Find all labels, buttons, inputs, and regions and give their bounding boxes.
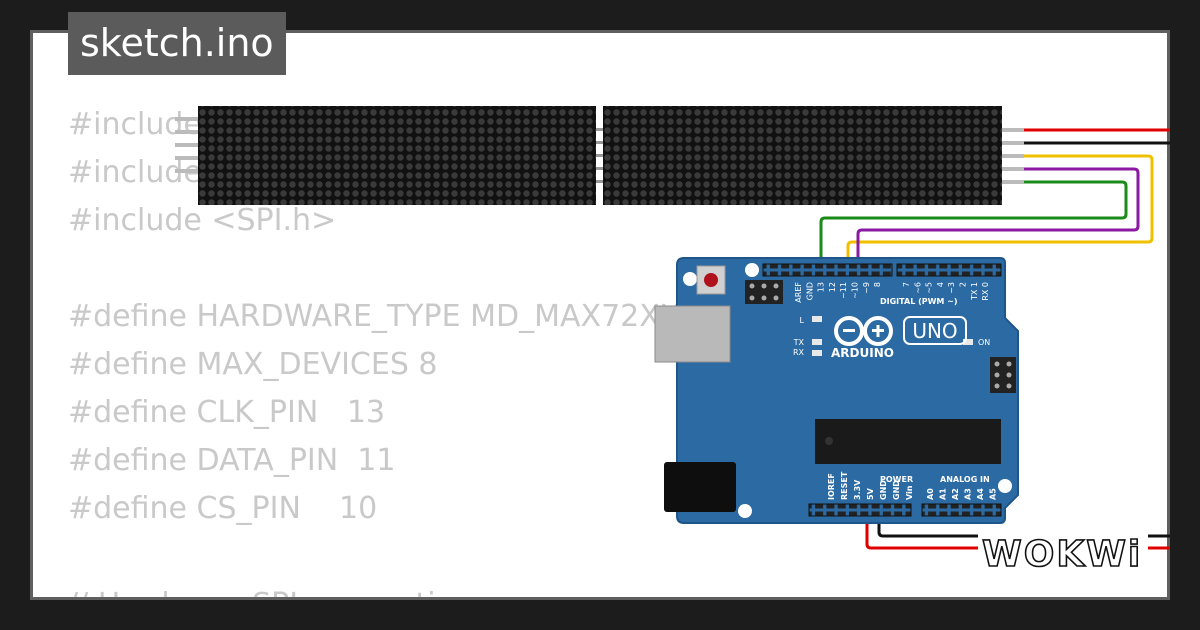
pin-label: 3.3V (853, 479, 862, 500)
usb-port (654, 305, 731, 363)
digital-header-right[interactable] (896, 263, 1002, 277)
matrix-pin (1002, 141, 1024, 145)
matrix-pin (175, 169, 200, 173)
wokwi-logo-text: WOKWi (982, 534, 1142, 575)
pin-label: A0 (926, 488, 935, 500)
board-model: UNO (912, 319, 957, 343)
pin-label: 12 (828, 282, 837, 292)
pin-label: GND (805, 282, 814, 300)
pin-label: 4 (936, 282, 945, 287)
pin-label: ~9 (862, 282, 871, 294)
reset-button-cap (704, 273, 718, 287)
mount-hole (738, 504, 752, 518)
power-label: POWER (880, 475, 913, 484)
pin-label: 2 (959, 282, 968, 287)
chip-notch (825, 437, 833, 445)
pin-label: ~3 (947, 282, 956, 294)
pin-label: A5 (989, 488, 998, 500)
pin-label: ~10 (851, 282, 860, 299)
file-tab[interactable]: sketch.ino (68, 12, 286, 75)
mount-hole (998, 479, 1012, 493)
arduino-infinity-icon (834, 316, 893, 346)
led-matrix-left[interactable] (175, 106, 596, 205)
code-line: #define MAX_DEVICES 8 (68, 347, 438, 382)
led-rx (812, 350, 822, 356)
board-brand: ARDUINO (831, 346, 894, 360)
digital-label: DIGITAL (PWM ~) (880, 297, 958, 306)
pin-label: Vin (905, 485, 914, 500)
led-on (963, 339, 973, 345)
pin-label: RESET (840, 471, 849, 500)
matrix-pin (1002, 180, 1024, 184)
wokwi-logo: WOKWi (978, 530, 1148, 576)
pin-label: 7 (902, 282, 911, 287)
led-l (812, 316, 822, 322)
led-matrix-right[interactable] (603, 106, 1024, 205)
wires (819, 128, 1170, 550)
arduino-uno-board[interactable]: UNO ARDUINO L TX RX ON DIGITAL (PWM ~) P… (654, 257, 1019, 524)
pin-label: 13 (817, 282, 826, 292)
wire-gnd-bottom[interactable] (877, 512, 1170, 538)
mount-hole (745, 263, 759, 277)
matrix-pin (1002, 167, 1024, 171)
wire-din[interactable] (819, 180, 1128, 272)
led-tx (812, 339, 822, 345)
code-line: #define CLK_PIN 13 (68, 395, 386, 430)
analog-label: ANALOG IN (940, 475, 990, 484)
code-line: #define CS_PIN 10 (68, 491, 378, 526)
led-label-tx: TX (793, 338, 805, 347)
power-jack (664, 462, 736, 512)
pin-label: TX 1 (970, 282, 979, 301)
matrix-pin (1002, 154, 1024, 158)
pin-label: GND (879, 480, 888, 500)
matrix-pin (175, 130, 200, 134)
wire-cs[interactable] (856, 167, 1140, 272)
led-label-l: L (800, 316, 805, 325)
matrix-pin (175, 143, 200, 147)
power-header[interactable] (808, 503, 912, 517)
pin-label: A3 (964, 488, 973, 500)
icsp-header-right (990, 357, 1016, 393)
digital-header-left[interactable] (762, 263, 893, 277)
pin-label: RX 0 (981, 282, 990, 301)
pin-label: A4 (976, 488, 985, 500)
atmega-chip (815, 419, 1001, 464)
led-grid (603, 106, 1002, 205)
pin-label: 5V (866, 487, 875, 500)
led-label-rx: RX (793, 348, 805, 357)
led-grid (198, 106, 596, 205)
wire-clk[interactable] (846, 154, 1154, 272)
code-line: #define DATA_PIN 11 (68, 443, 396, 478)
pin-label: GND (892, 480, 901, 500)
matrix-pin (175, 156, 200, 160)
pin-label: ~5 (925, 282, 934, 294)
matrix-pin (175, 117, 200, 121)
pin-label: ~11 (839, 282, 848, 299)
mount-hole (683, 272, 697, 286)
uno-badge (903, 316, 967, 345)
wire-5v[interactable] (865, 512, 1170, 550)
led-label-on: ON (978, 338, 990, 347)
pin-label: AREF (794, 282, 803, 303)
pin-label: 8 (873, 282, 882, 287)
analog-header[interactable] (921, 503, 1002, 517)
pin-label: IOREF (827, 473, 836, 500)
code-line: #include <SPI.h> (68, 203, 337, 238)
pin-label: ~6 (913, 282, 922, 294)
code-line: // Hardware SPI connection (68, 581, 844, 597)
pin-label: A1 (939, 488, 948, 500)
matrix-pin (1002, 128, 1024, 132)
pin-label: A2 (951, 488, 960, 500)
